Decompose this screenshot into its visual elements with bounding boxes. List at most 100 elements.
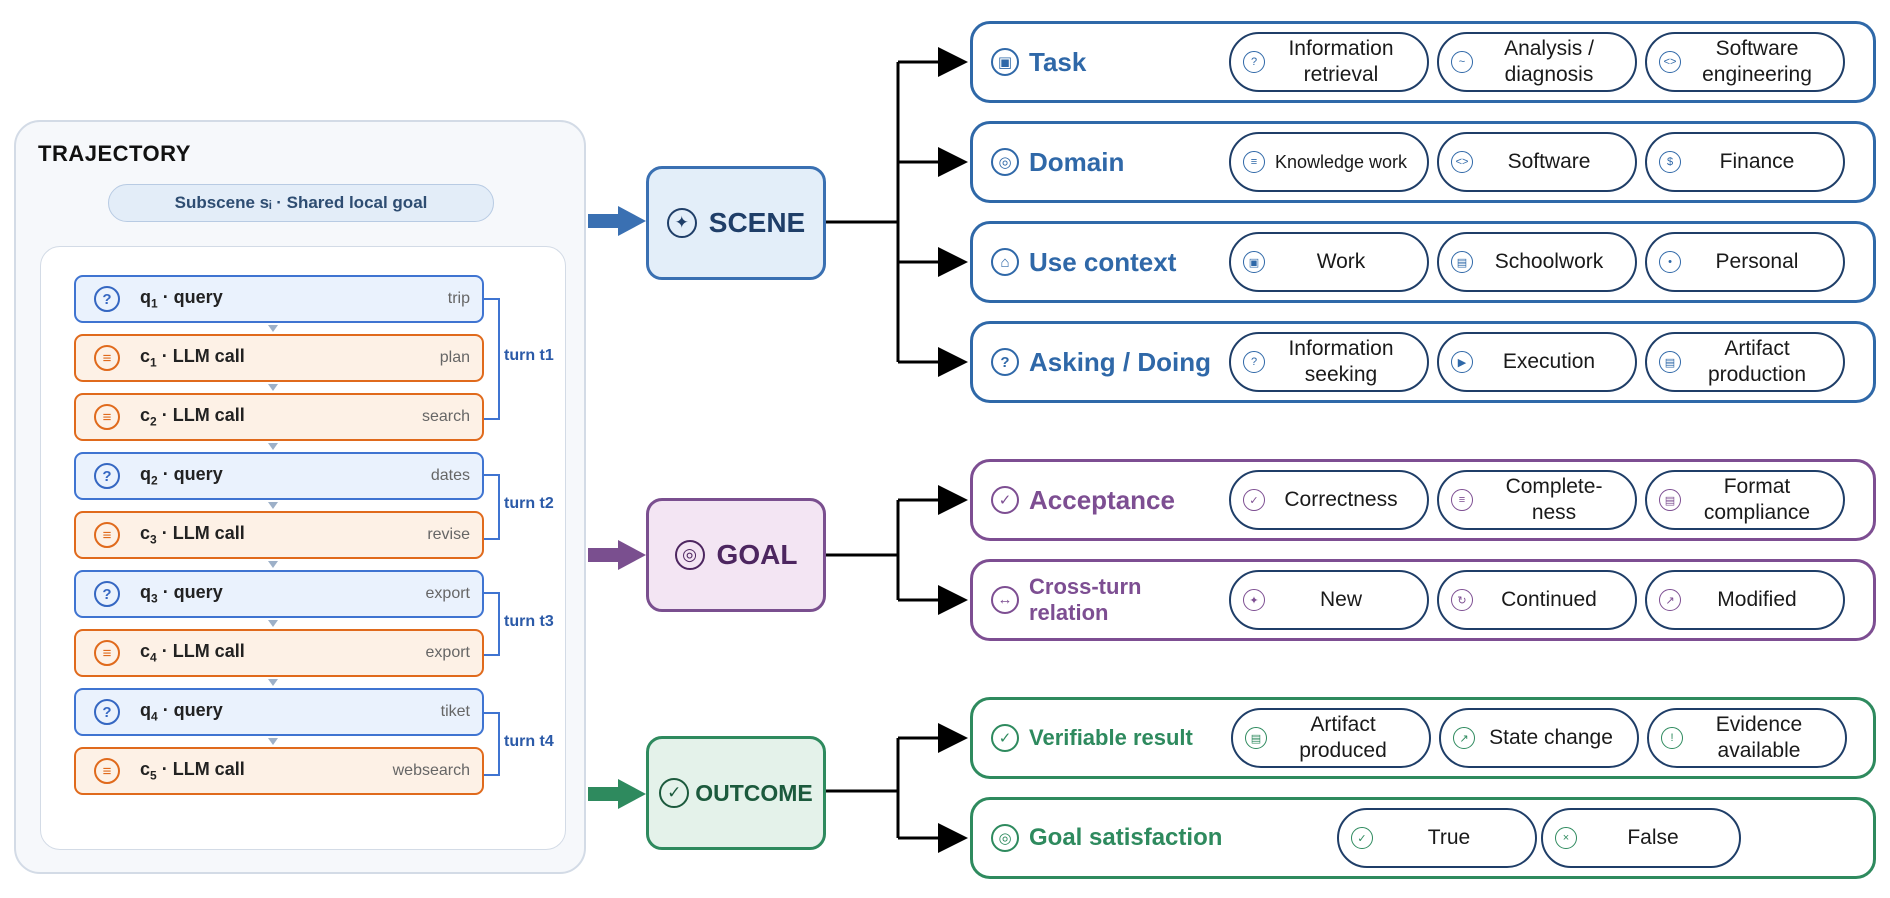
turn-bracket-3 xyxy=(484,592,500,656)
acceptance-label-text: Acceptance xyxy=(1029,484,1175,515)
list-icon: ≡ xyxy=(94,522,120,548)
option-text: Correctness xyxy=(1284,487,1398,511)
option-text: Knowledge work xyxy=(1274,151,1408,172)
option-text: Schoolwork xyxy=(1494,249,1604,273)
list-icon: ≡ xyxy=(1243,151,1265,173)
option-text: Software xyxy=(1507,149,1591,173)
document-icon: ▤ xyxy=(1659,351,1681,373)
option-software-engineering: <>Software engineering xyxy=(1645,32,1845,92)
option-text: Complete-ness xyxy=(1505,474,1603,524)
step-label: c2 · LLM call xyxy=(140,405,245,429)
goal-branches xyxy=(826,485,968,615)
question-icon: ? xyxy=(1243,51,1265,73)
question-icon: ? xyxy=(94,699,120,725)
target-icon: ◎ xyxy=(991,148,1019,176)
option-information-retrieval: ?Information retrieval xyxy=(1229,32,1429,92)
sparkle-icon: ✦ xyxy=(666,208,697,238)
alert-icon: ! xyxy=(1661,727,1683,749)
dimension-verifiable-result: ✓Verifiable result ▤Artifact produced ↗S… xyxy=(970,697,1876,779)
turn-label-4: turn t4 xyxy=(504,733,554,750)
option-personal: •Personal xyxy=(1645,232,1845,292)
home-icon: ⌂ xyxy=(991,248,1019,276)
step-connector-arrow xyxy=(268,561,278,568)
step-label: c1 · LLM call xyxy=(140,346,245,370)
step-label: q2 · query xyxy=(140,464,223,488)
scene-category: ✦SCENE xyxy=(646,166,826,280)
square-icon: ▣ xyxy=(991,48,1019,76)
option-artifact-production: ▤ Artifact production xyxy=(1645,332,1845,392)
goal-sat-label-text: Goal satisfaction xyxy=(1029,824,1223,851)
turn-bracket-4 xyxy=(484,712,500,776)
step-connector-arrow xyxy=(268,620,278,627)
option-analysis-diagnosis: ~Analysis / diagnosis xyxy=(1437,32,1637,92)
step-connector-arrow xyxy=(268,502,278,509)
option-schoolwork: ▤ Schoolwork xyxy=(1437,232,1637,292)
asking-doing-label-text: Asking / Doing xyxy=(1029,346,1211,377)
option-text: Software engineering xyxy=(1702,36,1812,86)
acceptance-label: ✓ Acceptance xyxy=(991,462,1175,538)
turn-label-3: turn t3 xyxy=(504,613,554,630)
check-icon: ✓ xyxy=(991,486,1019,514)
option-text: False xyxy=(1627,825,1679,849)
option-correctness: ✓Correctness xyxy=(1229,470,1429,530)
square-icon: ▣ xyxy=(1243,251,1265,273)
book-icon: ▤ xyxy=(1451,251,1473,273)
document-icon: ▤ xyxy=(1245,727,1267,749)
option-text: Analysis / diagnosis xyxy=(1504,36,1594,86)
step-label: c5 · LLM call xyxy=(140,759,245,783)
option-text: State change xyxy=(1489,725,1613,749)
outcome-category: ✓OUTCOME xyxy=(646,736,826,850)
dimension-asking-doing: ?Asking / Doing ?Information seeking ▶Ex… xyxy=(970,321,1876,403)
task-label-text: Task xyxy=(1029,46,1087,77)
step-label: q1 · query xyxy=(140,287,223,311)
question-icon: ? xyxy=(94,463,120,489)
cross-turn-label: ↔Cross-turn relation xyxy=(991,562,1169,638)
sparkle-icon: ✦ xyxy=(1243,589,1265,611)
option-true: ✓True xyxy=(1337,808,1537,868)
list-icon: ≡ xyxy=(94,345,120,371)
option-knowledge-work: ≡ Knowledge work xyxy=(1229,132,1429,192)
option-text: Modified xyxy=(1717,587,1797,611)
step-connector-arrow xyxy=(268,443,278,450)
list-icon: ≡ xyxy=(94,640,120,666)
question-icon: ? xyxy=(1243,351,1265,373)
option-false: × False xyxy=(1541,808,1741,868)
close-icon: × xyxy=(1555,827,1577,849)
play-icon: ▶ xyxy=(1451,351,1473,373)
outcome-branches xyxy=(826,723,968,853)
option-text: Finance xyxy=(1719,149,1795,173)
step-label: q4 · query xyxy=(140,700,223,724)
dollar-icon: $ xyxy=(1659,151,1681,173)
verifiable-label-text: Verifiable result xyxy=(1029,725,1193,750)
scene-branches xyxy=(826,47,968,377)
step-connector-arrow xyxy=(268,738,278,745)
option-text: Format compliance xyxy=(1703,474,1811,524)
query-step: ? q4 · query tiket xyxy=(74,688,484,736)
step-tag: tiket xyxy=(440,703,470,720)
option-modified: ↗ Modified xyxy=(1645,570,1845,630)
option-text: Artifact production xyxy=(1707,336,1807,386)
step-tag: websearch xyxy=(392,762,470,779)
goal-satisfaction-label: ◎Goal satisfaction xyxy=(991,800,1222,876)
step-tag: plan xyxy=(439,349,470,366)
step-tag: revise xyxy=(427,526,470,543)
document-icon: ▤ xyxy=(1659,489,1681,511)
dimension-task: ▣ Task ?Information retrieval ~Analysis /… xyxy=(970,21,1876,103)
option-text: Execution xyxy=(1502,349,1596,373)
cross-turn-label-text: Cross-turn relation xyxy=(1029,573,1142,625)
option-text: True xyxy=(1427,825,1471,849)
step-tag: export xyxy=(425,585,470,602)
llm-call-step: ≡ c1 · LLM call plan xyxy=(74,334,484,382)
step-label: q3 · query xyxy=(140,582,223,606)
option-information-seeking: ?Information seeking xyxy=(1229,332,1429,392)
turn-label-2: turn t2 xyxy=(504,495,554,512)
dimension-acceptance: ✓Acceptance ✓Correctness ≡Complete-ness … xyxy=(970,459,1876,541)
edit-icon: ↗ xyxy=(1659,589,1681,611)
asking-doing-label: ?Asking / Doing xyxy=(991,324,1211,400)
